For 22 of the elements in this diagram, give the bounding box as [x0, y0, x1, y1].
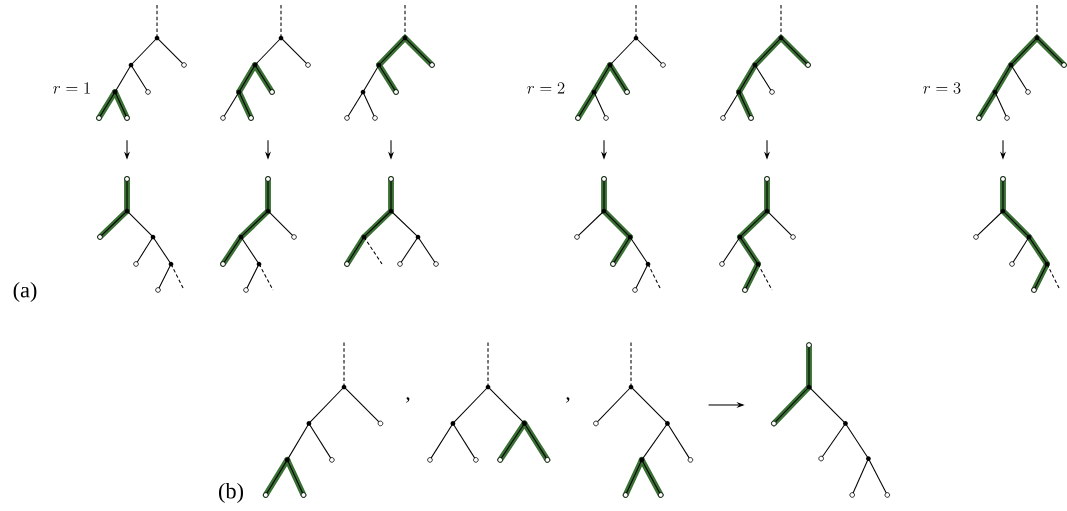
tree-drawing — [719, 176, 796, 293]
comma: , — [406, 397, 410, 403]
panel-label: (a) — [13, 281, 37, 303]
tree-drawing — [97, 176, 185, 293]
tree-drawing — [96, 4, 187, 121]
tree-drawing — [344, 4, 435, 121]
variable-label: $r = 3$ — [923, 82, 961, 94]
panel-label: (b) — [219, 482, 243, 504]
tree-drawing — [262, 341, 384, 498]
variable-label: $r = 2$ — [527, 82, 565, 94]
tree-drawing — [973, 176, 1061, 293]
comma: , — [566, 397, 570, 403]
tree-drawing — [720, 4, 811, 121]
tree-drawing — [220, 4, 311, 121]
tree-drawing — [344, 176, 439, 267]
tree-drawing — [976, 4, 1067, 121]
tree-drawing — [593, 341, 694, 498]
tree-drawing — [575, 4, 666, 121]
tree-drawing — [220, 176, 297, 293]
tree-drawing — [574, 176, 662, 293]
tree-drawing — [427, 341, 551, 463]
tree-drawing — [771, 342, 891, 498]
